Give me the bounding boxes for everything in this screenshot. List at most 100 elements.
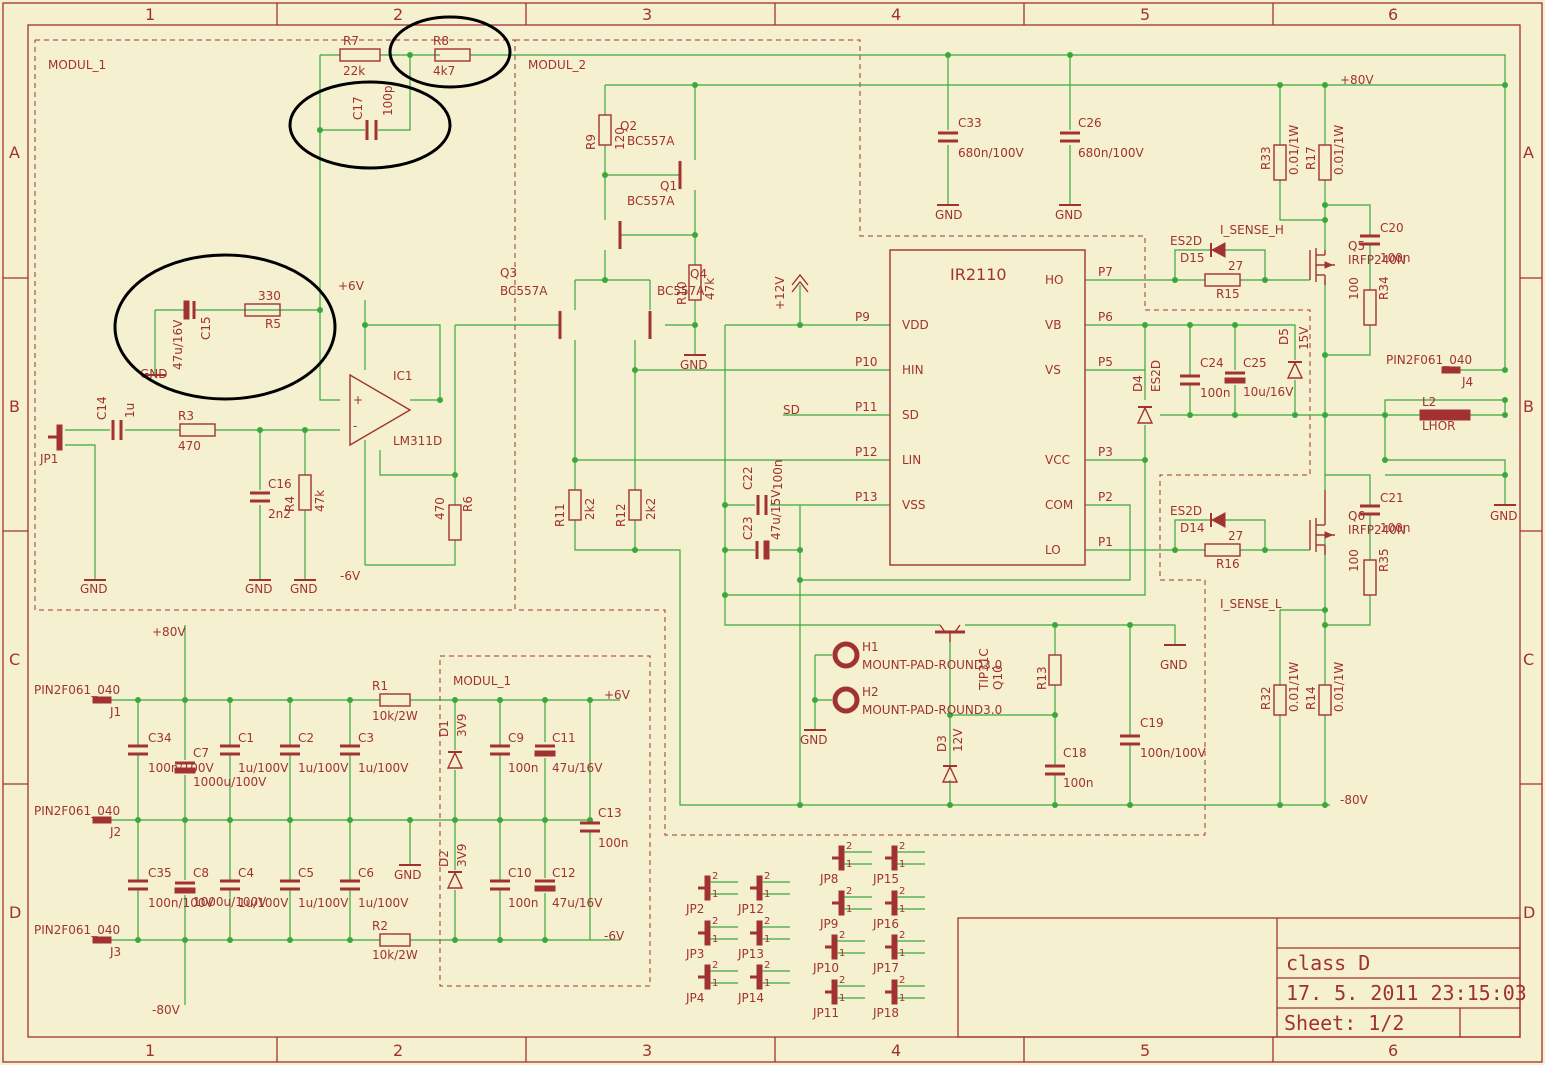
row-label: C <box>9 650 20 669</box>
label-C34: C34 <box>148 731 172 745</box>
label-L2: L2 <box>1422 395 1436 409</box>
label-R12v: 2k2 <box>644 498 658 520</box>
resistor-R9 <box>598 114 612 146</box>
label-R17v: 0.01/1W <box>1332 125 1346 175</box>
label-m80r: -80V <box>1340 793 1369 807</box>
label-D15: D15 <box>1180 251 1205 265</box>
label-Q2v: BC557A <box>627 134 675 148</box>
column-label: 2 <box>393 5 403 24</box>
column-label: 4 <box>891 1041 901 1060</box>
label-C18: C18 <box>1063 746 1087 760</box>
label-R16v: 27 <box>1228 529 1243 543</box>
label-Q3: Q3 <box>500 266 517 280</box>
label-R6v: 470 <box>433 497 447 520</box>
pin-P9: P9 <box>855 310 870 324</box>
row-label: B <box>1523 397 1534 416</box>
svg-text:1: 1 <box>899 904 905 915</box>
label-C13v: 100n <box>598 836 629 850</box>
label-R9v: 120 <box>613 127 627 150</box>
label-C15: C15 <box>199 316 213 340</box>
label-GNDe: GND <box>680 358 708 372</box>
label-ES2D1: ES2D <box>1170 234 1202 248</box>
pin-name-VS: VS <box>1045 363 1061 377</box>
label-R16: R16 <box>1216 557 1240 571</box>
label-R11: R11 <box>553 503 567 527</box>
label-R7v: 22k <box>343 64 365 78</box>
junction-dots <box>135 52 1508 943</box>
label-m80l: -80V <box>152 1003 181 1017</box>
label-L2v: LHOR <box>1422 419 1456 433</box>
cap-C22 <box>756 495 768 515</box>
label-Q5v: IRFP240N <box>1348 253 1406 267</box>
resistor-R7 <box>339 48 381 62</box>
title-text: class D <box>1286 951 1370 975</box>
label-J1: J1 <box>109 705 121 719</box>
resistor-R15 <box>1204 273 1241 287</box>
label-J2: J2 <box>109 825 121 839</box>
label-C18v: 100n <box>1063 776 1094 790</box>
pin-P7: P7 <box>1098 265 1113 279</box>
label-ISH: I_SENSE_H <box>1220 223 1284 237</box>
label-C22: C22 <box>741 466 755 490</box>
pin-P11: P11 <box>855 400 878 414</box>
resistor-R16 <box>1204 543 1241 557</box>
resistor-R8 <box>434 48 471 62</box>
label-H2v: MOUNT-PAD-ROUND3.0 <box>862 703 1002 717</box>
label-C8: C8 <box>193 866 209 880</box>
resistor-R13 <box>1048 654 1062 686</box>
label-R5: R5 <box>265 317 281 331</box>
row-label: C <box>1523 650 1534 669</box>
label-C9v: 100n <box>508 761 539 775</box>
svg-text:2: 2 <box>899 975 905 986</box>
vertical-caps <box>128 131 1380 894</box>
label-Q10v: TIP31C <box>977 648 991 691</box>
label-R5v: 330 <box>258 289 281 303</box>
wires <box>65 54 1506 1005</box>
label-R32: R32 <box>1259 686 1273 710</box>
label-C4v: 1u/100V <box>238 896 289 910</box>
svg-text:1: 1 <box>712 889 718 900</box>
label-R14v: 0.01/1W <box>1332 662 1346 712</box>
resistor-R10 <box>688 264 702 301</box>
label-C23: C23 <box>741 516 755 540</box>
diode-D5 <box>1286 361 1304 379</box>
column-label: 2 <box>393 1041 403 1060</box>
label-p6v: +6V <box>338 279 365 293</box>
pin-name-LO: LO <box>1045 543 1061 557</box>
svg-text:2: 2 <box>764 916 770 927</box>
connector-J4 <box>1441 366 1461 374</box>
label-C20v: 100n <box>1380 251 1411 265</box>
pin-name-COM: COM <box>1045 498 1073 512</box>
svg-text:1: 1 <box>899 993 905 1004</box>
label-R7: R7 <box>343 34 359 48</box>
svg-text:1: 1 <box>899 859 905 870</box>
bjt-Q10 <box>935 624 965 642</box>
label-GNDf: GND <box>935 208 963 222</box>
ic-pins: P9VDDP10HINP11SDP12LINP13VSSP7HOP6VBP5VS… <box>855 265 1113 557</box>
highlight-annotations <box>113 15 512 401</box>
svg-text:2: 2 <box>764 960 770 971</box>
svg-text:1: 1 <box>712 978 718 989</box>
label-PIN3: PIN2F061_040 <box>34 923 120 937</box>
row-label: B <box>9 397 20 416</box>
label-D2: D2 <box>437 850 451 867</box>
label-R10: R10 <box>675 281 689 305</box>
label-R3v: 470 <box>178 439 201 453</box>
diode-D3 <box>941 765 959 783</box>
label-Q4: Q4 <box>690 267 707 281</box>
connector-J1 <box>92 696 112 704</box>
label-Q6v: IRFP240N <box>1348 523 1406 537</box>
column-label: 6 <box>1388 1041 1398 1060</box>
jumper-label: JP13 <box>737 947 764 961</box>
label-PIN1: PIN2F061_040 <box>34 683 120 697</box>
label-m6vb: -6V <box>604 929 625 943</box>
row-label: A <box>1523 143 1534 162</box>
components: +- IR2110 P9VDDP10HINP11SDP12LINP13VSSP7… <box>48 48 1516 947</box>
highlight-ellipse-c15 <box>113 253 337 401</box>
diode-D14 <box>1210 512 1226 528</box>
label-D5: D5 <box>1277 328 1291 345</box>
jumper-label: JP14 <box>737 991 764 1005</box>
label-C9: C9 <box>508 731 524 745</box>
jumper-label: JP15 <box>872 872 899 886</box>
row-label: D <box>9 903 21 922</box>
